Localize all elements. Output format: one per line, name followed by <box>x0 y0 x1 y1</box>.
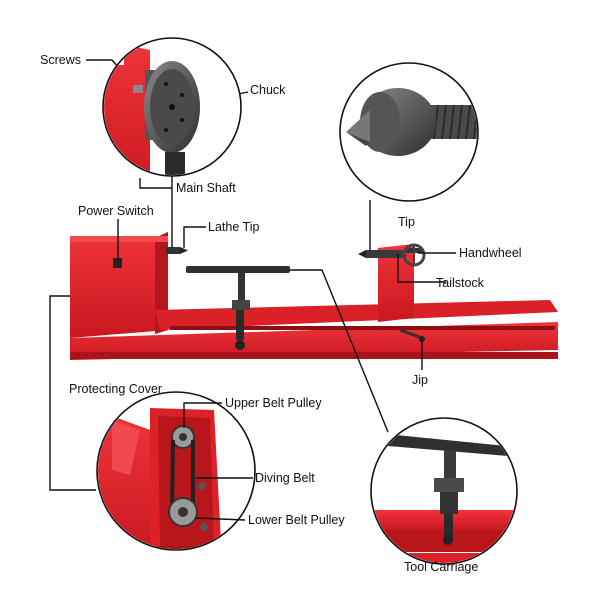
label-power-switch: Power Switch <box>78 204 154 218</box>
callout-chuck <box>102 37 242 177</box>
callout-tool-carriage <box>370 417 518 565</box>
label-diving-belt: Diving Belt <box>255 471 315 485</box>
label-jip: Jip <box>412 373 428 387</box>
label-chuck: Chuck <box>250 83 286 97</box>
label-lower-belt-pulley: Lower Belt Pulley <box>248 513 345 527</box>
labels: Screws Chuck Main Shaft Power Switch Lat… <box>40 53 522 574</box>
leader-lines-cover <box>183 402 253 521</box>
power-switch <box>113 258 122 268</box>
label-upper-belt-pulley: Upper Belt Pulley <box>225 396 322 410</box>
label-lathe-tip: Lathe Tip <box>208 220 259 234</box>
label-tip: Tip <box>398 215 415 229</box>
tool-rest <box>186 266 290 350</box>
lathe-bed <box>70 300 558 360</box>
tool-carriage <box>386 434 508 545</box>
lathe-tip <box>166 247 188 254</box>
label-handwheel: Handwheel <box>459 246 522 260</box>
diving-belt <box>170 439 195 511</box>
lathe-machine <box>70 232 558 360</box>
headstock <box>70 232 168 338</box>
tailstock <box>358 243 426 322</box>
label-main-shaft: Main Shaft <box>176 181 236 195</box>
jip-lever <box>399 328 425 342</box>
label-screws: Screws <box>40 53 81 67</box>
label-tool-carriage: Tool Carriage <box>404 560 478 574</box>
label-protecting-cover: Protecting Cover <box>69 382 162 396</box>
callout-tip <box>339 62 479 202</box>
screws <box>133 85 143 93</box>
callout-protecting-cover <box>96 391 256 551</box>
label-tailstock: Tailstock <box>436 276 485 290</box>
